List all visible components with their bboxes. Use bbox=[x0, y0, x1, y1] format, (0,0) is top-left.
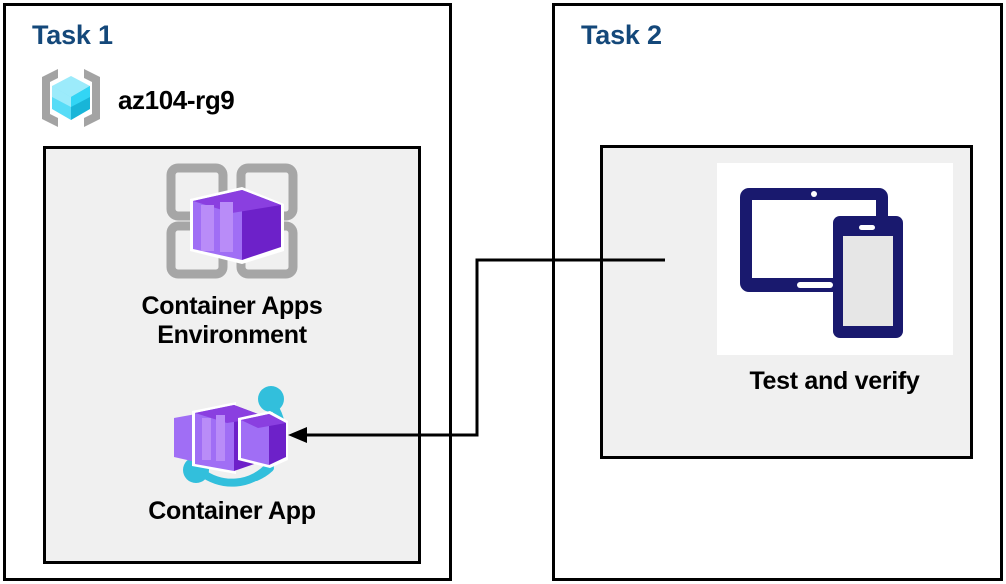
container-app-icon bbox=[152, 378, 312, 493]
container-app-item: Container App bbox=[43, 378, 421, 526]
container-apps-environment-item: Container Apps Environment bbox=[43, 161, 421, 350]
task1-title: Task 1 bbox=[32, 20, 113, 50]
test-and-verify-box: Test and verify bbox=[600, 145, 973, 459]
resource-group-label: az104-rg9 bbox=[118, 85, 235, 115]
task2-title: Task 2 bbox=[581, 20, 662, 50]
test-devices-plate bbox=[716, 163, 953, 355]
task2-panel: Task 2 bbox=[552, 3, 1003, 581]
resource-group-icon bbox=[38, 64, 104, 137]
container-apps-environment-label: Container Apps Environment bbox=[141, 292, 323, 349]
container-app-label: Container App bbox=[148, 497, 316, 525]
resource-group-row: az104-rg9 bbox=[38, 64, 235, 137]
task1-panel: Task 1 az104-rg9 bbox=[3, 3, 452, 581]
test-and-verify-item: Test and verify bbox=[648, 163, 1006, 396]
test-and-verify-label: Test and verify bbox=[749, 367, 920, 395]
container-apps-environment-icon bbox=[157, 161, 307, 286]
test-devices-icon bbox=[735, 174, 935, 344]
